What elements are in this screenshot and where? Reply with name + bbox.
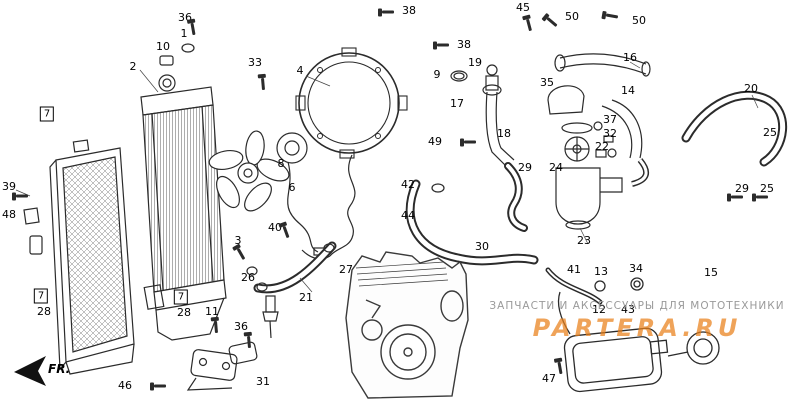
engine-group xyxy=(345,251,469,399)
sensor-group xyxy=(262,295,279,339)
pipes-group xyxy=(554,53,787,187)
reserve-tank-group xyxy=(557,277,720,393)
fan-shroud-group xyxy=(295,47,408,260)
cooling-fan-group xyxy=(208,130,290,212)
mount-bracket-group xyxy=(186,341,258,391)
thermostat-group xyxy=(450,64,623,230)
fr-arrow-icon xyxy=(14,356,46,386)
fr-direction-label: FR. xyxy=(48,362,71,376)
fan-motor-group xyxy=(276,132,325,256)
hoses-group xyxy=(246,162,603,305)
radiator-grille-group xyxy=(23,139,135,375)
radiator-group xyxy=(140,43,227,341)
